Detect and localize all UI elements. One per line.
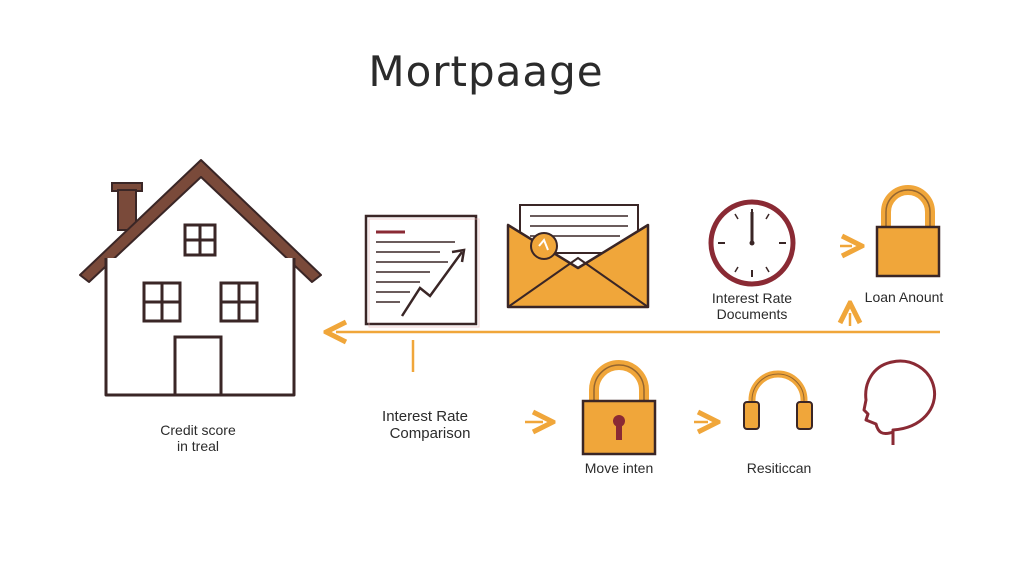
loan-amount-label: Loan Anount (865, 289, 944, 305)
interest-rate-documents-sublabel: Documents (717, 306, 788, 322)
move-inten-label: Move inten (585, 460, 653, 476)
rate-chart-document-icon (364, 214, 480, 328)
interest-rate-comparison-label: Interest Rate (382, 408, 468, 425)
clock-icon (708, 199, 796, 287)
padlock-icon (875, 185, 941, 278)
resiticcan-label: Resiticcan (747, 460, 812, 476)
padlock-keyhole-icon (581, 360, 657, 456)
headphones-icon (743, 370, 813, 430)
envelope-icon (506, 204, 650, 309)
interest-rate-documents-label: Interest Rate (712, 290, 792, 306)
house-icon (79, 159, 322, 397)
credit-score-label: Credit score (160, 422, 236, 438)
diagram-title: Mortpaage (368, 47, 603, 96)
head-profile-icon (862, 359, 937, 445)
interest-rate-comparison-sublabel: Comparison (390, 425, 471, 442)
credit-score-sublabel: in treal (177, 438, 219, 454)
